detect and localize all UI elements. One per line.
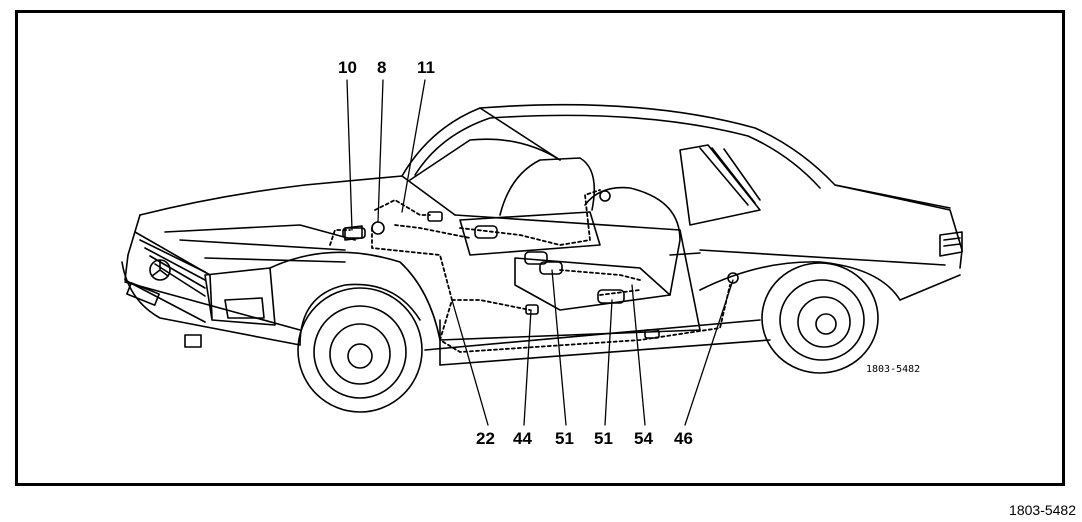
component-10 — [342, 227, 366, 239]
callout-10: 10 — [338, 58, 357, 77]
callout-51-a: 51 — [555, 429, 574, 448]
component-51-b — [539, 261, 563, 275]
component-44 — [525, 304, 539, 315]
component-lock-a — [474, 225, 498, 239]
figure-frame — [15, 10, 1065, 486]
vacuum-lines — [329, 189, 731, 353]
components — [342, 190, 739, 339]
front-wheel — [297, 287, 423, 413]
star-emblem — [149, 259, 171, 281]
outer-reference-number: 1803-5482 — [1009, 502, 1076, 518]
callout-44: 44 — [513, 429, 532, 448]
callout-labels: 10 8 11 22 44 51 51 54 46 1803-5482 — [338, 58, 920, 448]
component-51-c — [597, 289, 625, 304]
component-8 — [371, 221, 385, 235]
leader-lines — [346, 79, 734, 426]
callout-11: 11 — [417, 58, 435, 77]
callout-8: 8 — [377, 58, 386, 77]
component-head-restraint — [599, 190, 611, 202]
component-54 — [644, 329, 660, 339]
component-51-a — [524, 251, 548, 265]
seats — [459, 157, 681, 311]
callout-54: 54 — [634, 429, 653, 448]
rear-wheel — [761, 262, 879, 374]
inner-reference-number: 1803-5482 — [866, 364, 920, 375]
callout-46: 46 — [674, 429, 693, 448]
callout-51-b: 51 — [594, 429, 613, 448]
component-11 — [427, 211, 443, 222]
car-body — [121, 103, 963, 366]
callout-22: 22 — [476, 429, 495, 448]
component-46 — [727, 272, 739, 284]
